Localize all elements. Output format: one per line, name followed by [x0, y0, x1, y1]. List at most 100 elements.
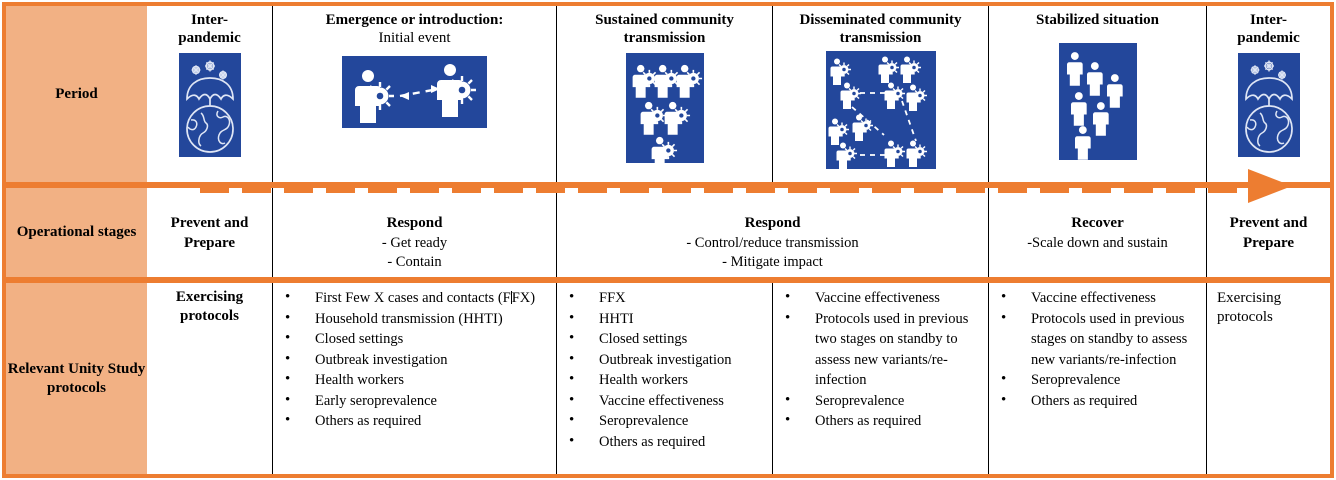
divider-col3-col4-bot — [772, 283, 773, 474]
list-item: Others as required — [993, 390, 1202, 412]
list-item: Protocols used in previous stages on sta… — [993, 308, 1202, 371]
period-title-6-line2: pandemic — [1237, 30, 1300, 47]
protocols-list-3: FFX HHTI Closed settings Outbreak invest… — [561, 287, 768, 453]
list-item: Seroprevalence — [561, 410, 768, 432]
divider-col4-col5-bot — [988, 283, 989, 474]
list-item: Vaccine effectiveness — [777, 287, 984, 309]
protocols-cell-2: First Few X cases and contacts (FFX) Hou… — [273, 283, 556, 474]
row-header-protocols: Relevant Unity Study protocols — [6, 283, 147, 474]
period-title-5-line1: Stabilized situation — [1036, 12, 1159, 28]
operational-line-2a: - Get ready — [381, 234, 448, 251]
row-header-period-label: Period — [55, 85, 98, 102]
period-title-6: Inter- pandemic — [1237, 11, 1300, 48]
protocols-list-2: First Few X cases and contacts (FFX) Hou… — [277, 287, 552, 432]
two-people-transmission-icon — [342, 55, 487, 128]
period-title-6-line1: Inter- — [1250, 12, 1287, 28]
period-cell-disseminated: Disseminated community transmission — [773, 6, 988, 182]
divider-col4-col5-mid — [988, 188, 989, 277]
protocols-list-5: Vaccine effectiveness Protocols used in … — [993, 287, 1202, 412]
list-item: Others as required — [561, 431, 768, 453]
six-infected-people-icon — [625, 52, 704, 163]
list-item: Household transmission (HHTI) — [277, 308, 552, 330]
list-item: Health workers — [277, 369, 552, 391]
period-title-2-line1: Emergence or introduction: — [325, 12, 504, 28]
list-item: First Few X cases and contacts (FFX) — [277, 287, 552, 309]
protocols-cell-4: Vaccine effectiveness Protocols used in … — [773, 283, 988, 474]
operational-line-3a: - Control/reduce transmission — [686, 234, 859, 251]
operational-cell-recover: Recover -Scale down and sustain — [989, 188, 1206, 277]
protocols-cell-3: FFX HHTI Closed settings Outbreak invest… — [557, 283, 772, 474]
umbrella-globe-virus-icon — [178, 52, 241, 157]
divider-col2-col3-top — [556, 6, 557, 182]
list-item: Outbreak investigation — [277, 349, 552, 371]
operational-line-2b: - Contain — [387, 254, 442, 271]
period-title-4-line1: Disseminated community — [799, 12, 962, 28]
operational-line-4a: -Scale down and sustain — [1027, 234, 1168, 251]
divider-col1-col2-mid — [272, 188, 273, 277]
list-item: Seroprevalence — [777, 390, 984, 412]
operational-cell-respond-control: Respond - Control/reduce transmission - … — [557, 188, 988, 277]
list-item: Seroprevalence — [993, 369, 1202, 391]
operational-cell-respond-getready: Respond - Get ready - Contain — [273, 188, 556, 277]
right-arrow-icon — [1248, 169, 1292, 203]
period-cell-stabilized: Stabilized situation — [989, 6, 1206, 182]
divider-col4-col5-top — [988, 6, 989, 182]
network-infected-people-icon — [825, 50, 936, 169]
list-item: Protocols used in previous two stages on… — [777, 308, 984, 391]
row-header-operational: Operational stages — [6, 188, 147, 277]
protocols-cell-5: Vaccine effectiveness Protocols used in … — [989, 283, 1206, 474]
list-item: Closed settings — [277, 328, 552, 350]
operational-title-4: Recover — [1071, 215, 1124, 231]
list-item: HHTI — [561, 308, 768, 330]
list-item: FFX — [561, 287, 768, 309]
period-title-2-subtitle: Initial event — [378, 30, 451, 47]
period-title-1: Inter- pandemic — [178, 11, 241, 48]
period-title-1-line1: Inter- — [191, 12, 228, 28]
list-item: Outbreak investigation — [561, 349, 768, 371]
protocols-list-4: Vaccine effectiveness Protocols used in … — [777, 287, 984, 432]
row-separator-2 — [2, 277, 1334, 283]
period-cell-interpandemic-start: Inter- pandemic — [147, 6, 272, 182]
list-item: Others as required — [277, 410, 552, 432]
row-header-operational-label: Operational stages — [16, 224, 137, 241]
row-header-protocols-label: Relevant Unity Study protocols — [7, 360, 146, 396]
row-header-period: Period — [6, 6, 147, 182]
text-caret-artifact — [510, 291, 512, 304]
period-cell-interpandemic-end: Inter- pandemic — [1207, 6, 1330, 182]
divider-col1-col2-bot — [272, 283, 273, 474]
period-cell-sustained: Sustained community transmission — [557, 6, 772, 182]
list-item: Others as required — [777, 410, 984, 432]
divider-col5-col6-bot — [1206, 283, 1207, 474]
list-item: Early seroprevalence — [277, 390, 552, 412]
operational-line-3b: - Mitigate impact — [722, 254, 823, 271]
period-title-3: Sustained community transmission — [595, 11, 734, 48]
scattered-healthy-people-icon — [1058, 43, 1137, 161]
period-title-1-line2: pandemic — [178, 30, 241, 47]
operational-title-3: Respond — [744, 215, 801, 231]
period-title-3-line1: Sustained community — [595, 12, 734, 28]
operational-title-2: Respond — [386, 215, 443, 231]
period-cell-emergence: Emergence or introduction: Initial event — [273, 6, 556, 182]
period-title-5: Stabilized situation — [1036, 11, 1159, 29]
divider-col2-col3-bot — [556, 283, 557, 474]
umbrella-globe-virus-icon — [1237, 52, 1300, 157]
list-item: Vaccine effectiveness — [561, 390, 768, 412]
period-title-4-line2: transmission — [839, 30, 922, 47]
divider-col5-col6-mid — [1206, 188, 1207, 277]
divider-col5-col6-top — [1206, 6, 1207, 182]
divider-col2-col3-mid — [556, 188, 557, 277]
list-item: Closed settings — [561, 328, 768, 350]
period-title-3-line2: transmission — [623, 30, 706, 47]
period-title-4: Disseminated community transmission — [799, 11, 961, 48]
divider-col3-col4-top — [772, 6, 773, 182]
